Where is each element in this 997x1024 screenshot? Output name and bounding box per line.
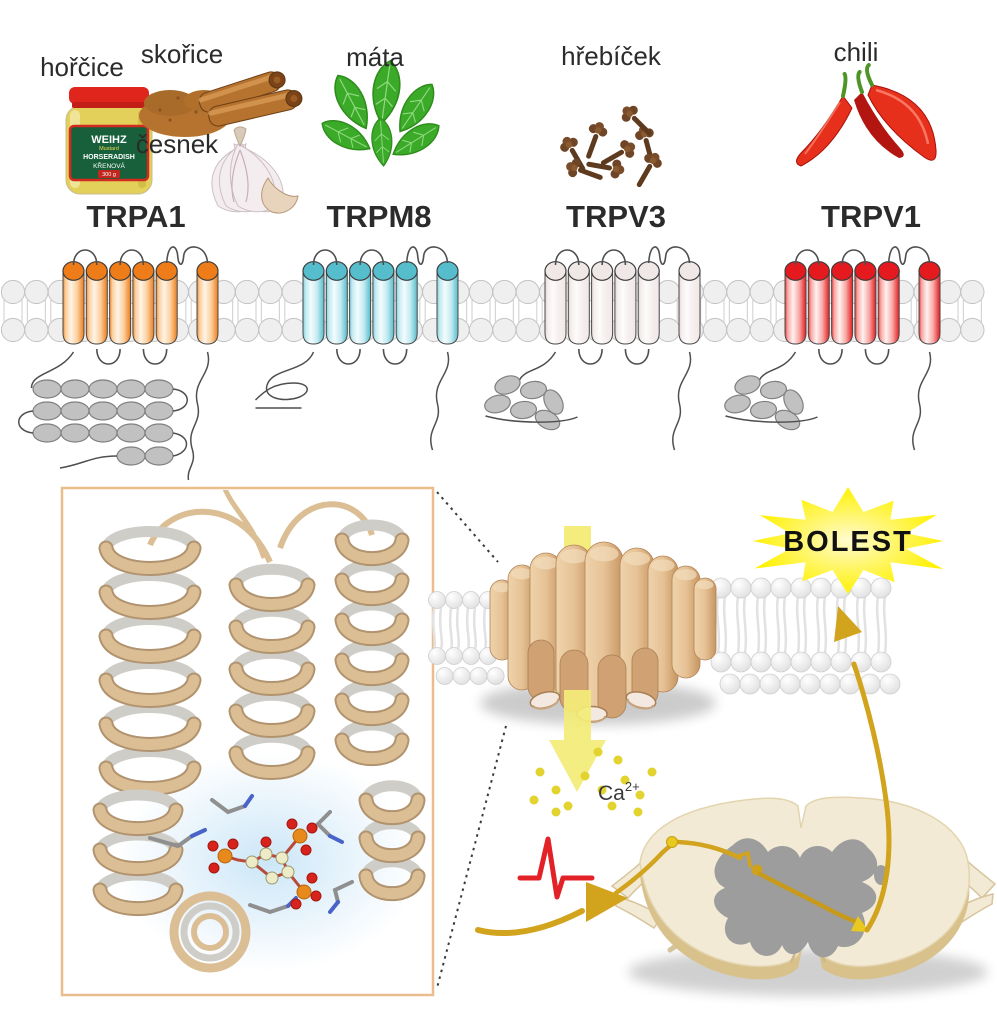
label-trpm8: TRPM8: [326, 199, 431, 234]
protein-structure-inset: [60, 486, 435, 997]
mint-image: [321, 59, 440, 167]
channel-TRPV1: [724, 246, 941, 451]
label-trpv3: TRPV3: [566, 199, 666, 234]
label-hrebicek: hřebíček: [561, 41, 662, 71]
label-mata: máta: [346, 42, 404, 72]
label-trpa1: TRPA1: [86, 199, 185, 234]
calcium-influx: [529, 690, 657, 817]
channel-TRPV3: [484, 246, 701, 451]
membrane-3d: [428, 577, 901, 695]
calcium-label: Ca2+: [598, 779, 640, 805]
pain-label: BOLEST: [783, 526, 913, 558]
cinnamon-image: [139, 71, 303, 137]
label-skorice: skořice: [141, 39, 223, 69]
label-trpv1: TRPV1: [821, 199, 921, 234]
cloves-image: [560, 105, 662, 188]
channel-TRPM8: [254, 246, 459, 451]
label-horcice: hořčice: [40, 52, 124, 82]
channel-3d-bundle: [480, 526, 717, 725]
pain-burst: [752, 487, 944, 594]
jar-subtitle-text: Mustard: [99, 146, 119, 152]
trp-channel-topologies: [18, 246, 941, 481]
label-cesnek: česnek: [136, 129, 219, 159]
garlic-image: [211, 126, 299, 214]
label-chili: chili: [834, 37, 879, 67]
jar-line1-text: HORSERADISH: [83, 154, 135, 161]
channel-TRPA1: [18, 246, 219, 481]
nociceptive-pathway: [475, 606, 892, 937]
jar-line2-text: KŘENOVÁ: [93, 161, 125, 170]
mustard-jar-image: [65, 87, 153, 195]
action-potential-trace: [517, 836, 595, 900]
chili-image: [796, 63, 937, 167]
zoom-callout-lines: [436, 491, 507, 989]
jar-brand-text: WEIHZ: [91, 134, 127, 146]
jar-weight-text: 300 g: [102, 172, 116, 178]
